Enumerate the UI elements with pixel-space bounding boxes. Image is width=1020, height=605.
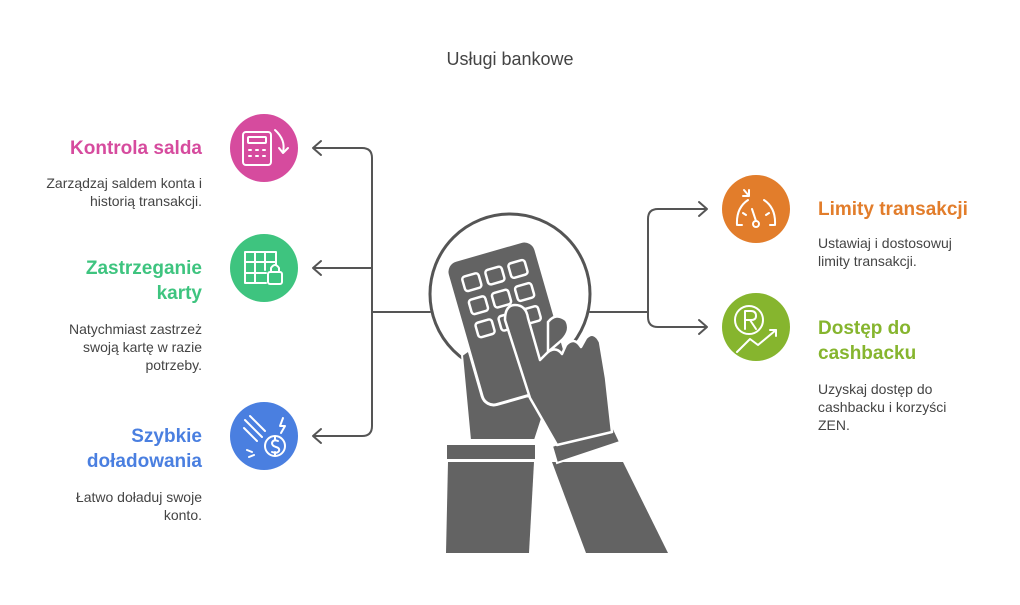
heading-zastrzeganie-karty: Zastrzeganie karty: [85, 258, 202, 304]
grid-lock-icon: [230, 234, 298, 302]
gauge-icon: [722, 175, 790, 243]
connector-left-branch-1: [313, 147, 373, 313]
desc-dostep-do-cashbacku: Uzyskaj dostęp do cashbacku i korzyści Z…: [818, 381, 947, 433]
desc-limity-transakcji: Ustawiaj i dostosowuj limity transakcji.: [818, 235, 952, 269]
desc-kontrola-salda: Zarządzaj saldem konta i historią transa…: [46, 175, 202, 209]
heading-kontrola-salda: Kontrola salda: [70, 138, 202, 159]
hand-phone-keypad-icon: [428, 212, 668, 553]
desc-szybkie-doladowania: Łatwo doładuj swoje konto.: [75, 489, 202, 523]
arrowhead-right-1: [698, 201, 708, 217]
heading-szybkie-doladowania: Szybkie doładowania: [86, 426, 202, 472]
connector-right-branch-1: [647, 208, 707, 313]
calculator-refresh-icon: [230, 114, 298, 182]
connector-lines: [312, 140, 708, 444]
arrowhead-left-2: [312, 260, 322, 276]
heading-limity-transakcji: Limity transakcji: [818, 199, 968, 220]
arrowhead-left-3: [312, 428, 322, 444]
fast-money-icon: [230, 402, 298, 470]
arrowhead-right-2: [698, 319, 708, 335]
connector-left-branch-3: [313, 311, 373, 437]
heading-dostep-do-cashbacku: Dostęp do cashbacku: [818, 318, 917, 364]
arrowhead-left-1: [312, 140, 322, 156]
desc-zastrzeganie-karty: Natychmiast zastrzeż swoją kartę w razie…: [68, 321, 202, 373]
connector-right-branch-2: [647, 311, 707, 328]
cashback-growth-icon: [722, 293, 790, 361]
diagram-title: Usługi bankowe: [446, 49, 574, 69]
